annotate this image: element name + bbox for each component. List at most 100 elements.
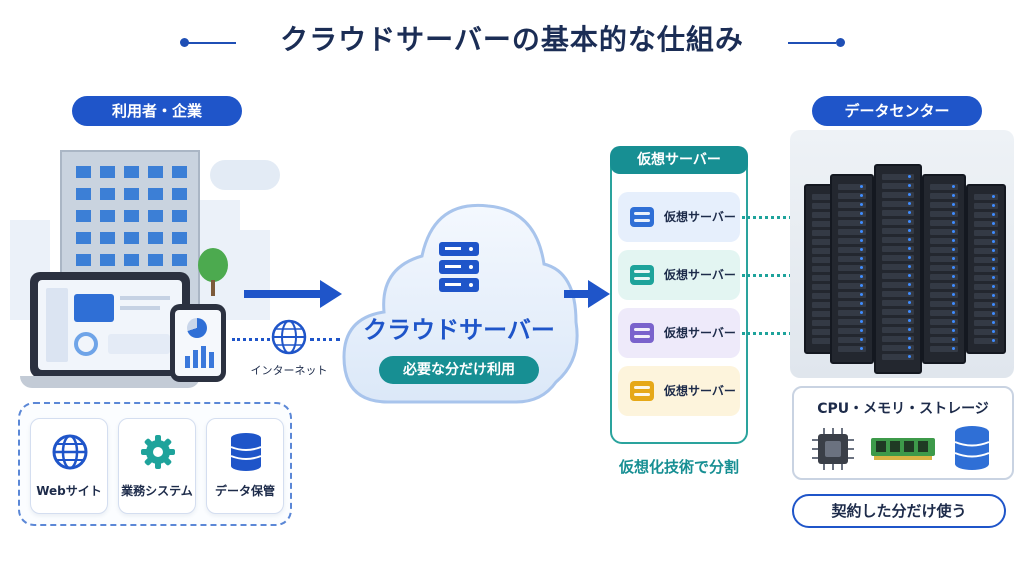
feature-card-website: Webサイト	[30, 418, 108, 514]
rack-unit	[882, 318, 914, 324]
internet-label: インターネット	[250, 364, 328, 377]
database-icon	[229, 431, 263, 473]
rack-unit	[838, 184, 866, 190]
rack-unit	[882, 192, 914, 198]
rack-unit	[838, 211, 866, 217]
virtual-server-label: 仮想サーバー	[664, 384, 736, 398]
globe-icon	[51, 433, 89, 471]
server-rack	[966, 184, 1006, 354]
rack-unit	[882, 228, 914, 234]
title-dot-left	[180, 38, 189, 47]
arrow-to-cloud	[244, 290, 322, 298]
rack-unit	[974, 293, 998, 299]
cpu-icon	[810, 426, 856, 472]
rack-unit	[930, 256, 958, 262]
use-cases-box: Webサイト 業務システム	[18, 402, 292, 526]
rack-unit	[930, 238, 958, 244]
connection-line	[310, 338, 340, 341]
rack-unit	[838, 310, 866, 316]
rack-unit	[930, 292, 958, 298]
virtual-server-card: 仮想サーバー	[618, 366, 740, 416]
rack-unit	[838, 220, 866, 226]
cloud-server: クラウドサーバー 必要な分だけ利用	[336, 172, 582, 412]
rack-unit	[838, 247, 866, 253]
rack-unit	[838, 337, 866, 343]
arrow-head-icon	[588, 280, 610, 308]
cloud-label: クラウドサーバー	[363, 316, 555, 344]
server-rack	[922, 174, 966, 364]
rack-unit	[930, 265, 958, 271]
rack-unit	[882, 219, 914, 225]
virtual-server-card: 仮想サーバー	[618, 250, 740, 300]
rack-unit	[930, 229, 958, 235]
rack-unit	[930, 310, 958, 316]
rack-unit	[838, 229, 866, 235]
rack-unit	[838, 274, 866, 280]
rack-unit	[974, 320, 998, 326]
rack-unit	[974, 203, 998, 209]
rack-unit	[882, 291, 914, 297]
feature-card-storage: データ保管	[206, 418, 284, 514]
virtual-server-card: 仮想サーバー	[618, 308, 740, 358]
feature-label: 業務システム	[121, 484, 193, 498]
storage-icon	[952, 424, 992, 472]
title-dot-right	[836, 38, 845, 47]
connection-line	[232, 338, 270, 341]
rack-unit	[882, 246, 914, 252]
rack-unit	[838, 328, 866, 334]
resources-title: CPU・メモリ・ストレージ	[817, 401, 989, 417]
rack-unit	[882, 336, 914, 342]
rack-unit	[930, 337, 958, 343]
rack-unit	[974, 212, 998, 218]
feature-label: Webサイト	[36, 484, 102, 498]
rack-unit	[838, 283, 866, 289]
rack-unit	[930, 184, 958, 190]
contract-pill: 契約した分だけ使う	[792, 494, 1006, 528]
tree-icon	[198, 248, 228, 282]
rack-unit	[930, 319, 958, 325]
connector-line	[742, 332, 804, 335]
rack-unit	[882, 309, 914, 315]
rack-unit	[974, 302, 998, 308]
server-stack-icon	[437, 240, 481, 294]
virtual-server-label: 仮想サーバー	[664, 268, 736, 282]
rack-unit	[838, 256, 866, 262]
rack-unit	[974, 311, 998, 317]
rack-unit	[930, 328, 958, 334]
rack-unit	[974, 329, 998, 335]
virtualization-caption: 仮想化技術で分割	[618, 458, 739, 476]
arrow-to-virtual	[564, 290, 590, 298]
rack-unit	[882, 264, 914, 270]
cloud-icon	[342, 203, 579, 404]
rack-unit	[930, 220, 958, 226]
feature-card-business: 業務システム	[118, 418, 196, 514]
rack-unit	[930, 202, 958, 208]
rack-unit	[974, 239, 998, 245]
rack-unit	[882, 174, 914, 180]
rack-unit	[930, 193, 958, 199]
rack-unit	[930, 274, 958, 280]
datacenter-image	[790, 130, 1014, 378]
rack-unit	[882, 210, 914, 216]
rack-unit	[974, 194, 998, 200]
arrow-head-icon	[320, 280, 342, 308]
virtual-server-label: 仮想サーバー	[664, 326, 736, 340]
rack-unit	[882, 300, 914, 306]
rack-unit	[974, 338, 998, 344]
rack-unit	[930, 211, 958, 217]
rack-unit	[838, 301, 866, 307]
rack-unit	[882, 354, 914, 360]
users-header: 利用者・企業	[72, 96, 242, 126]
rack-unit	[882, 255, 914, 261]
laptop-icon	[30, 272, 190, 378]
rack-unit	[974, 266, 998, 272]
rack-unit	[838, 202, 866, 208]
rack-unit	[838, 238, 866, 244]
rack-unit	[974, 284, 998, 290]
server-rack	[874, 164, 922, 374]
rack-unit	[838, 193, 866, 199]
rack-unit	[882, 201, 914, 207]
title-line-right	[788, 42, 836, 44]
server-icon	[630, 265, 654, 285]
rack-unit	[930, 301, 958, 307]
